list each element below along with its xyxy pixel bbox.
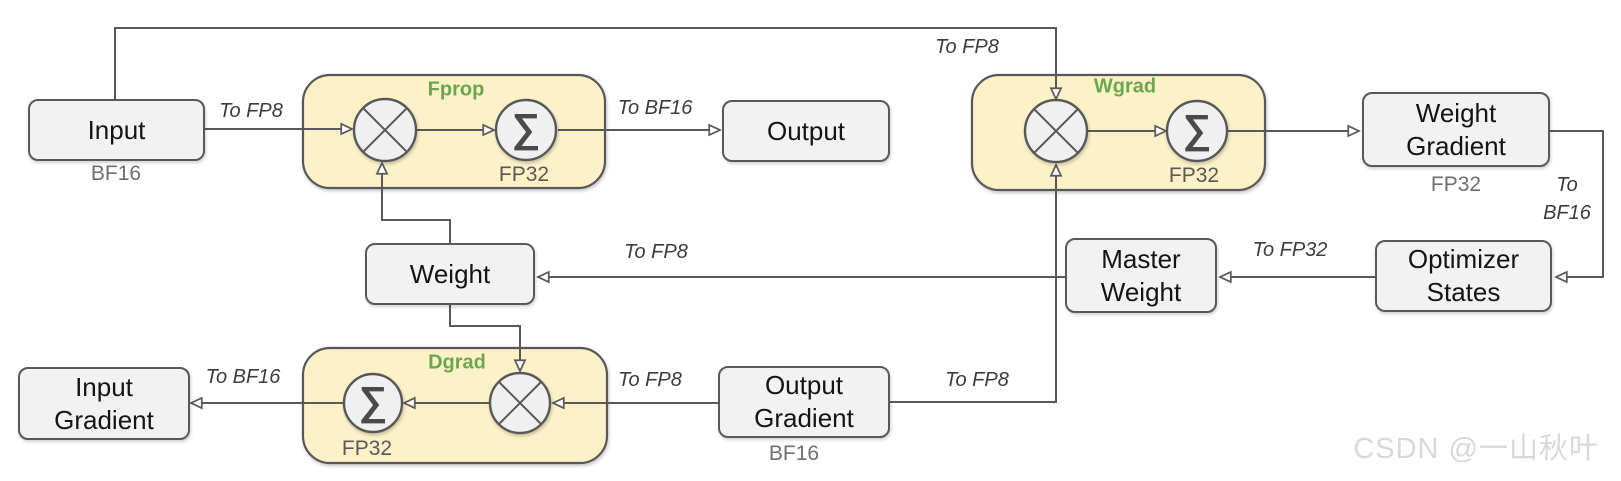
node-input: Input bbox=[28, 99, 205, 161]
node-weight-gradient-precision: FP32 bbox=[1430, 173, 1482, 196]
dgrad-precision: FP32 bbox=[341, 437, 393, 460]
label-fprop-to-output: To BF16 bbox=[617, 97, 693, 119]
connectors bbox=[114, 27, 1604, 403]
operator-circles bbox=[342, 97, 1229, 435]
edge-input-to-wgrad bbox=[114, 27, 1056, 99]
wgrad-precision: FP32 bbox=[1168, 164, 1220, 187]
node-master-weight: Master Weight bbox=[1065, 238, 1217, 313]
label-master-weight-to-weight: To FP8 bbox=[624, 241, 688, 263]
node-weight: Weight bbox=[365, 243, 535, 305]
node-optimizer-states: Optimizer States bbox=[1375, 240, 1552, 312]
label-output-gradient-to-dgrad: To FP8 bbox=[618, 369, 682, 391]
dgrad-multiply-icon bbox=[488, 371, 552, 435]
edge-weight-to-dgrad bbox=[449, 305, 520, 371]
dgrad-sum-icon: ∑ bbox=[358, 379, 388, 424]
fprop-sum-icon: ∑ bbox=[511, 106, 541, 151]
node-input-precision: BF16 bbox=[90, 162, 142, 185]
edge-weight-gradient-to-optimizer bbox=[1550, 130, 1604, 277]
node-input-gradient: Input Gradient bbox=[18, 367, 190, 440]
fprop-title: Fprop bbox=[427, 78, 485, 101]
node-output-gradient: Output Gradient bbox=[718, 366, 890, 438]
label-optimizer-to-master-weight: To FP32 bbox=[1252, 239, 1328, 261]
fprop-sum-circle bbox=[494, 98, 558, 162]
wgrad-sum-circle bbox=[1165, 99, 1229, 163]
node-output-gradient-precision: BF16 bbox=[768, 442, 820, 465]
edge-weight-to-fprop bbox=[382, 163, 451, 243]
dgrad-sum-circle bbox=[342, 372, 404, 434]
label-output-gradient-to-wgrad: To FP8 bbox=[945, 369, 1009, 391]
label-input-to-fprop: To FP8 bbox=[219, 100, 283, 122]
dgrad-title: Dgrad bbox=[428, 351, 486, 374]
edge-output-gradient-to-wgrad bbox=[890, 165, 1056, 403]
fprop-multiply-icon bbox=[352, 97, 418, 163]
wgrad-multiply-icon bbox=[1023, 98, 1089, 164]
wgrad-title: Wgrad bbox=[1093, 75, 1157, 98]
label-dgrad-to-input-gradient: To BF16 bbox=[205, 366, 281, 388]
node-output: Output bbox=[722, 100, 890, 162]
wgrad-sum-icon: ∑ bbox=[1182, 107, 1212, 152]
csdn-watermark: CSDN @一山秋叶 bbox=[1353, 433, 1599, 465]
fprop-precision: FP32 bbox=[498, 163, 550, 186]
node-weight-gradient: Weight Gradient bbox=[1362, 92, 1550, 167]
label-weight-gradient-to-optimizer: To BF16 bbox=[1543, 174, 1591, 224]
label-input-to-wgrad: To FP8 bbox=[935, 36, 999, 58]
